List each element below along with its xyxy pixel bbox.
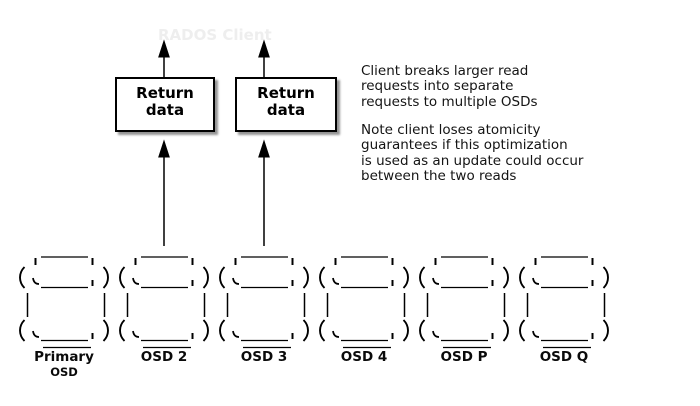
osd-label-primary: Primary OSD: [4, 350, 124, 379]
return-box-1-line2: data: [145, 100, 185, 119]
osd-cylinder-3: [219, 256, 309, 349]
return-box-2-line2: data: [266, 100, 306, 119]
osd-label-4: OSD 4: [304, 350, 424, 365]
annotation-atomicity-note: Note client loses atomicity guarantees i…: [361, 122, 584, 185]
arrow-osd3-to-return2: [258, 140, 270, 246]
osd-cylinder-primary: [19, 256, 109, 349]
osd-label-q: OSD Q: [504, 350, 624, 365]
arrow-return1-to-client: [158, 40, 170, 77]
osd-label-3: OSD 3: [204, 350, 324, 365]
return-box-2-line1: Return: [257, 83, 315, 102]
osd-label-2: OSD 2: [104, 350, 224, 365]
arrow-osd2-to-return1: [158, 140, 170, 246]
osd-label-p: OSD P: [404, 350, 524, 365]
osd-label-2-text: OSD 2: [140, 349, 188, 365]
return-data-box-2: Return data: [235, 77, 337, 132]
annotation-read-split: Client breaks larger read requests into …: [361, 63, 538, 110]
osd-cylinder-p: [419, 256, 509, 349]
return-data-box-1: Return data: [115, 77, 215, 132]
osd-label-4-text: OSD 4: [340, 349, 388, 365]
osd-label-primary-line2: OSD: [50, 365, 78, 379]
osd-label-3-text: OSD 3: [240, 349, 288, 365]
osd-cylinder-q: [519, 256, 609, 349]
rados-client-label: RADOS Client: [158, 26, 272, 44]
osd-label-primary-line1: Primary: [34, 349, 94, 365]
osd-cylinder-4: [319, 256, 409, 349]
osd-label-q-text: OSD Q: [539, 349, 589, 365]
arrow-return2-to-client: [258, 40, 270, 77]
osd-cylinder-2: [119, 256, 209, 349]
osd-label-p-text: OSD P: [440, 349, 488, 365]
return-box-1-line1: Return: [136, 83, 194, 102]
